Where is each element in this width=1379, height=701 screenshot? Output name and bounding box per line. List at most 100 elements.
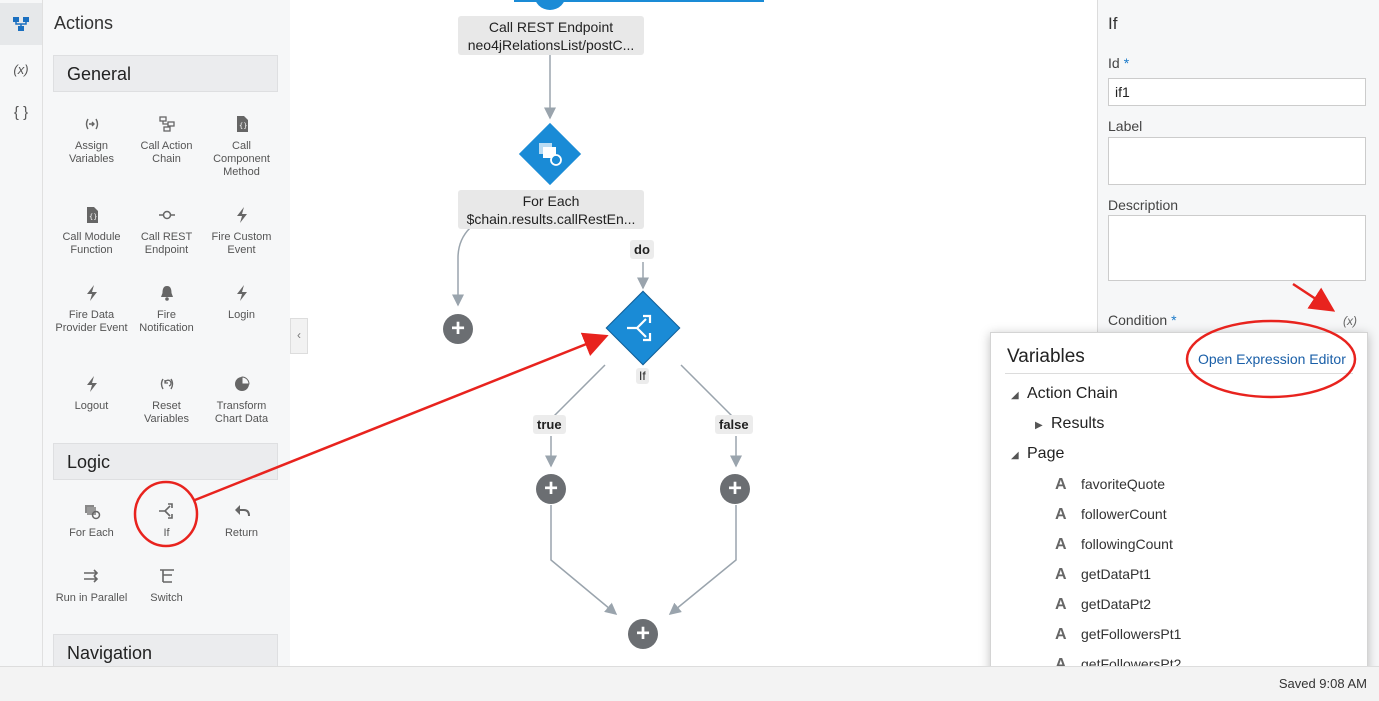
save-status: Saved 9:08 AM bbox=[1278, 676, 1367, 691]
tree-action-chain[interactable]: ◢Action Chain bbox=[1011, 385, 1118, 403]
string-type-icon: A bbox=[1055, 656, 1067, 673]
label-label: Label bbox=[1108, 118, 1143, 134]
open-expression-editor-link[interactable]: Open Expression Editor bbox=[1198, 351, 1346, 367]
variable-name: followingCount bbox=[1081, 536, 1173, 552]
actions-palette: Actions General Assign Variables Call Ac… bbox=[43, 0, 291, 666]
category-logic[interactable]: Logic bbox=[53, 443, 278, 480]
status-bar: Saved 9:08 AM bbox=[0, 666, 1379, 701]
tile-label: Assign Variables bbox=[68, 140, 115, 165]
return-icon bbox=[204, 501, 279, 521]
tile-run-in-parallel[interactable]: Run in Parallel bbox=[54, 566, 129, 605]
collapse-triangle-icon: ◢ bbox=[1011, 450, 1019, 461]
tile-fire-notification[interactable]: Fire Notification bbox=[129, 283, 204, 335]
foreach-node[interactable]: For Each $chain.results.callRestEn... bbox=[458, 190, 644, 229]
variable-name: getFollowersPt1 bbox=[1081, 626, 1182, 642]
required-mark: * bbox=[1171, 312, 1177, 328]
flow-canvas[interactable]: Call REST Endpoint neo4jRelationsList/po… bbox=[290, 0, 1096, 666]
condition-label: Condition* bbox=[1108, 312, 1177, 328]
action-chain-icon bbox=[129, 114, 204, 134]
properties-title: If bbox=[1108, 14, 1118, 33]
svg-text:{}: {} bbox=[239, 122, 247, 130]
tile-label: Fire Notification bbox=[139, 309, 194, 334]
variables-title: Variables bbox=[1007, 346, 1085, 367]
json-icon[interactable]: { } bbox=[13, 103, 29, 121]
variable-name: getDataPt2 bbox=[1081, 596, 1152, 612]
if-diamond[interactable] bbox=[605, 290, 681, 366]
string-type-icon: A bbox=[1055, 626, 1067, 643]
tile-assign-variables[interactable]: Assign Variables bbox=[54, 114, 129, 166]
add-false-action-button[interactable]: + bbox=[720, 474, 750, 504]
tile-switch[interactable]: Switch bbox=[129, 566, 204, 605]
if-icon bbox=[129, 501, 204, 521]
start-node[interactable] bbox=[534, 0, 566, 10]
tile-label: Call Module Function bbox=[62, 231, 121, 256]
variables-icon[interactable]: (x) bbox=[13, 61, 29, 77]
variable-name: getDataPt1 bbox=[1081, 566, 1152, 582]
category-navigation[interactable]: Navigation bbox=[53, 634, 278, 666]
reset-icon bbox=[129, 374, 204, 394]
tree-page[interactable]: ◢Page bbox=[1011, 445, 1064, 463]
tile-transform-chart-data[interactable]: Transform Chart Data bbox=[204, 374, 279, 426]
description-field[interactable] bbox=[1108, 215, 1366, 281]
bolt-icon bbox=[204, 283, 279, 303]
string-type-icon: A bbox=[1055, 506, 1067, 523]
module-icon: {} bbox=[54, 205, 129, 225]
tile-for-each[interactable]: For Each bbox=[54, 501, 129, 540]
expand-triangle-icon: ▶ bbox=[1035, 420, 1043, 431]
tile-label: If bbox=[163, 527, 170, 539]
tile-logout[interactable]: Logout bbox=[54, 374, 129, 413]
tile-if[interactable]: If bbox=[129, 501, 204, 540]
if-label: If bbox=[636, 368, 649, 384]
add-true-action-button[interactable]: + bbox=[536, 474, 566, 504]
tile-reset-variables[interactable]: Reset Variables bbox=[129, 374, 204, 426]
tile-fire-custom-event[interactable]: Fire Custom Event bbox=[204, 205, 279, 257]
tile-label: Return bbox=[224, 527, 259, 539]
tile-label: Login bbox=[228, 309, 255, 321]
tile-label: Fire Data Provider Event bbox=[55, 309, 128, 334]
node-title: Call REST Endpoint bbox=[488, 19, 614, 35]
tile-label: Fire Custom Event bbox=[211, 231, 272, 256]
foreach-icon bbox=[54, 501, 129, 521]
tile-label: Reset Variables bbox=[143, 400, 190, 425]
tile-return[interactable]: Return bbox=[204, 501, 279, 540]
actions-icon[interactable] bbox=[0, 3, 42, 45]
rest-icon bbox=[129, 205, 204, 225]
add-action-button[interactable]: + bbox=[443, 314, 473, 344]
tile-call-module-function[interactable]: {} Call Module Function bbox=[54, 205, 129, 257]
do-label: do bbox=[630, 240, 654, 259]
tile-call-action-chain[interactable]: Call Action Chain bbox=[129, 114, 204, 166]
variable-picker-icon[interactable]: (x) bbox=[1343, 314, 1357, 328]
svg-text:{}: {} bbox=[89, 213, 97, 221]
tile-label: Logout bbox=[74, 400, 109, 412]
category-general[interactable]: General bbox=[53, 55, 278, 92]
tile-fire-data-provider-event[interactable]: Fire Data Provider Event bbox=[54, 283, 129, 335]
tree-results[interactable]: ▶Results bbox=[1035, 415, 1104, 433]
node-subtitle: neo4jRelationsList/postC... bbox=[467, 37, 635, 53]
id-field[interactable]: if1 bbox=[1108, 78, 1366, 106]
add-end-action-button[interactable]: + bbox=[628, 619, 658, 649]
collapse-palette-button[interactable]: ‹ bbox=[290, 318, 308, 354]
variable-name: followerCount bbox=[1081, 506, 1167, 522]
parallel-icon bbox=[54, 566, 129, 586]
string-type-icon: A bbox=[1055, 536, 1067, 553]
bolt-icon bbox=[54, 374, 129, 394]
tile-call-component-method[interactable]: {} Call Component Method bbox=[204, 114, 279, 179]
string-type-icon: A bbox=[1055, 566, 1067, 583]
rest-endpoint-node[interactable]: Call REST Endpoint neo4jRelationsList/po… bbox=[458, 16, 644, 55]
variable-name: favoriteQuote bbox=[1081, 476, 1166, 492]
foreach-diamond[interactable] bbox=[518, 122, 582, 186]
required-mark: * bbox=[1123, 55, 1130, 71]
label-field[interactable] bbox=[1108, 137, 1366, 185]
condition-label-text: Condition bbox=[1108, 312, 1168, 328]
component-icon: {} bbox=[204, 114, 279, 134]
tile-label: Switch bbox=[150, 592, 183, 604]
tile-call-rest-endpoint[interactable]: Call REST Endpoint bbox=[129, 205, 204, 257]
node-title: For Each bbox=[522, 193, 580, 209]
tile-login[interactable]: Login bbox=[204, 283, 279, 322]
